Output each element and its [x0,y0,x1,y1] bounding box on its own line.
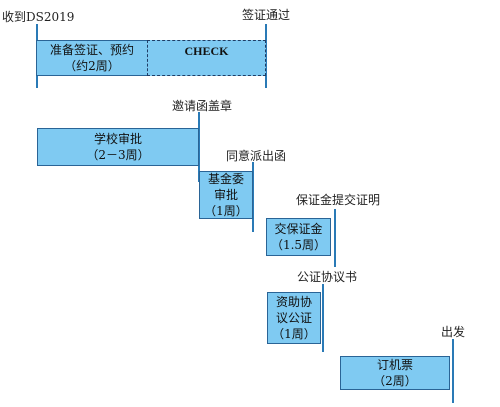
milestone-guarantee-proof: 保证金提交证明 [296,193,381,207]
marker-guarantee-proof [334,209,336,267]
marker-notarized-agreement [322,284,324,352]
task-notarize: 资助协 议公证 （1周） [267,292,321,344]
milestone-agree-dispatch-letter: 同意派出函 [226,149,287,163]
task-deposit-duration: （1.5周） [270,238,327,252]
task-check: CHECK [147,40,266,76]
milestone-invitation-stamp: 邀请函盖章 [172,99,233,113]
task-notarize-name-1: 资助协 [275,295,312,309]
task-fund-committee-duration: （1周） [204,204,248,218]
milestone-receive-ds2019: 收到DS2019 [2,10,75,24]
task-notarize-duration: （1周） [272,327,316,341]
task-school-approval-name: 学校审批 [93,132,142,146]
task-ticket-duration: （2周） [373,374,417,388]
task-visa-prep: 准备签证、预约 （约2周） [36,40,148,76]
milestone-departure: 出发 [441,325,466,339]
marker-departure [452,339,454,403]
marker-visa-approved [265,24,267,88]
task-school-approval: 学校审批 （2－3周） [37,128,199,166]
task-check-name: CHECK [184,44,229,58]
marker-invitation-stamp [198,112,200,182]
milestone-visa-approved: 签证通过 [242,8,291,22]
task-ticket: 订机票 （2周） [340,356,450,390]
milestone-notarized-agreement: 公证协议书 [297,270,358,284]
task-fund-committee: 基金委 审批 （1周） [199,171,253,219]
task-fund-committee-name-1: 基金委 [207,172,244,186]
task-fund-committee-name-2: 审批 [213,188,238,202]
task-school-approval-duration: （2－3周） [86,148,150,162]
task-visa-prep-name: 准备签证、预约 [49,43,134,57]
task-visa-prep-duration: （约2周） [64,59,120,73]
task-ticket-name: 订机票 [376,358,413,372]
task-notarize-name-2: 议公证 [275,311,312,325]
marker-agree-dispatch-letter [252,162,254,232]
task-deposit-name: 交保证金 [274,222,323,236]
task-deposit: 交保证金 （1.5周） [266,218,331,256]
